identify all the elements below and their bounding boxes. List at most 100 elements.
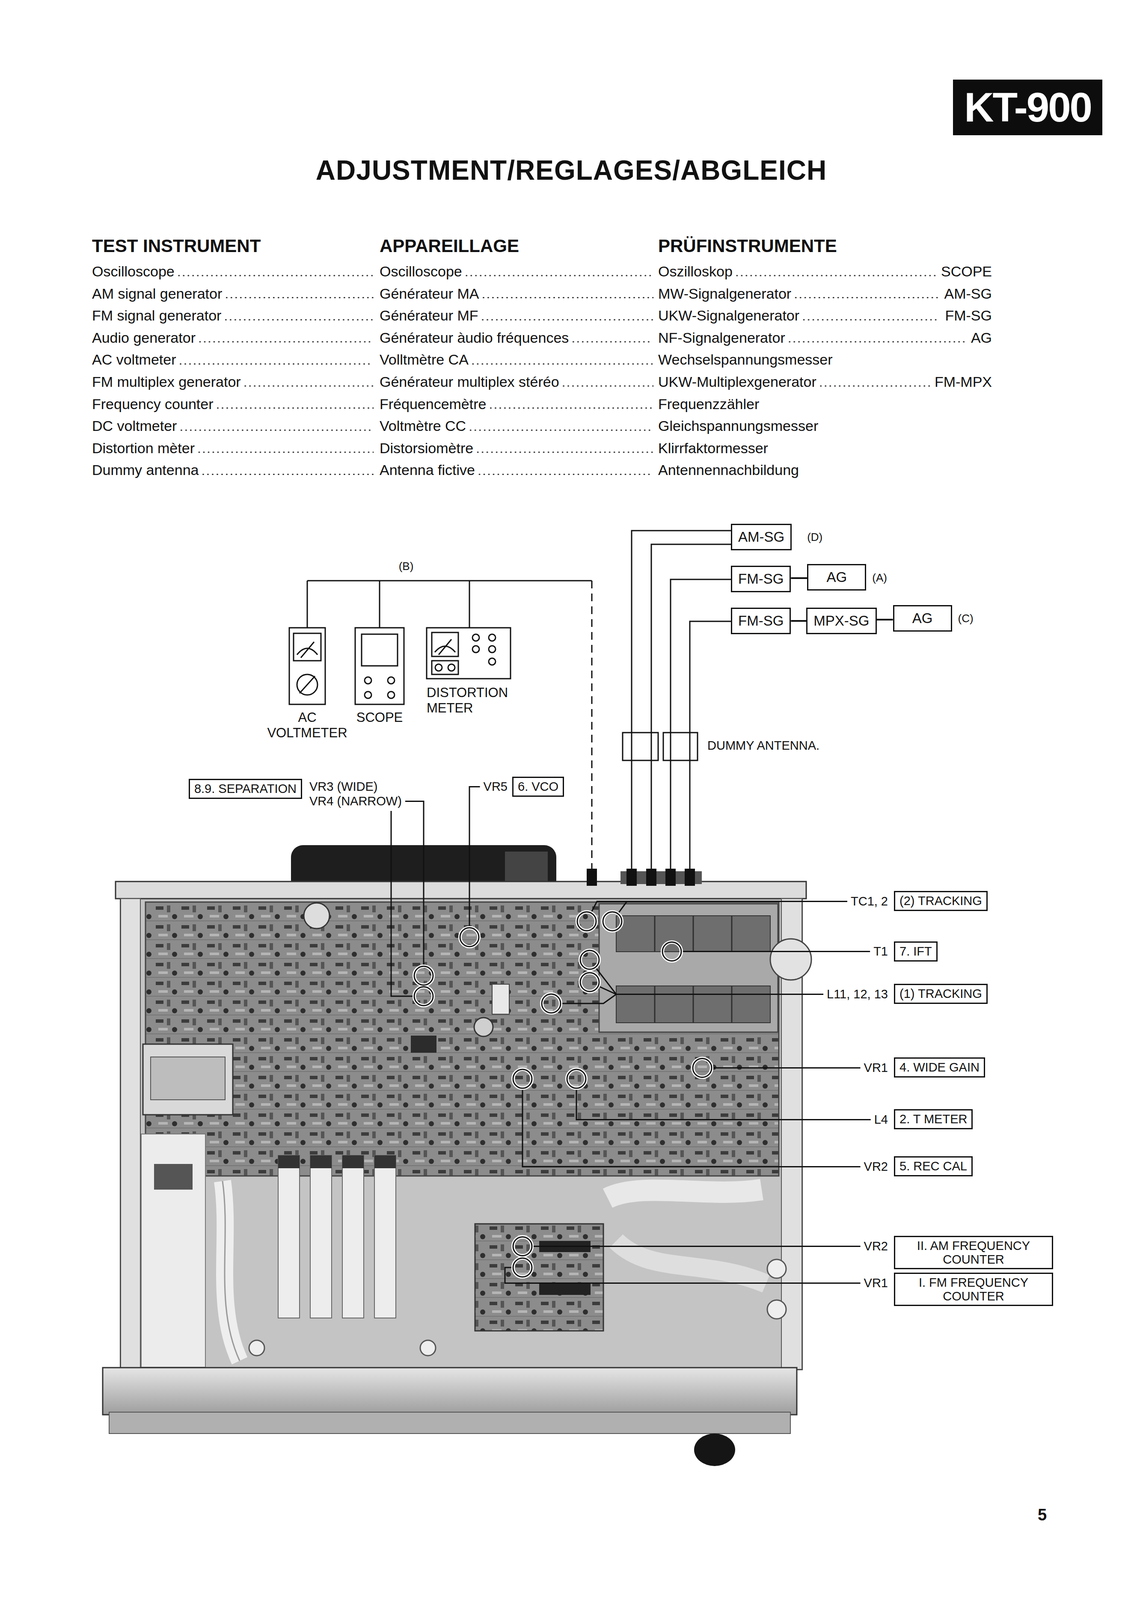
table-cell: UKW-Multiplexgenerator: [658, 373, 817, 391]
table-cell: FM signal generator: [92, 306, 222, 324]
column-heading: APPAREILLAGE: [379, 235, 520, 257]
part-label: VR1: [863, 1276, 888, 1291]
adjustment-callout: (1) TRACKING: [893, 983, 988, 1004]
leader-line: [561, 994, 824, 1004]
part-label: L11, 12, 13: [826, 987, 888, 1002]
dot-leader: [226, 296, 374, 299]
part-label: L4: [874, 1112, 888, 1127]
table-cell: Oszilloskop: [658, 262, 733, 280]
adjustment-point: [460, 927, 479, 947]
table-cell: Oscilloscope: [379, 262, 463, 280]
cable-bundle: [616, 1240, 766, 1284]
table-cell: Wechselspannungsmesser: [658, 350, 833, 369]
table-cell: FM-MPX: [934, 373, 992, 391]
dot-leader: [180, 363, 374, 365]
front-panel-lip: [109, 1412, 791, 1434]
table-cell: Générateur multiplex stéréo: [379, 373, 560, 391]
scope-screen: [361, 634, 398, 666]
adjustment-point: [414, 966, 434, 986]
output-lead: [591, 580, 593, 869]
dot-leader: [820, 385, 930, 387]
model-badge: KT-900: [952, 79, 1103, 136]
column-heading: TEST INSTRUMENT: [92, 235, 261, 257]
connection-letter: (A): [872, 571, 888, 585]
table-cell: Gleichspannungsmesser: [658, 417, 819, 435]
meter-unit: SCOPE: [349, 627, 410, 726]
table-cell: Fréquencemètre: [379, 395, 487, 413]
instrument-box: FM-SG: [730, 565, 791, 593]
table-cell: DC voltmeter: [92, 417, 177, 435]
meter-lead: [307, 580, 470, 628]
cable-link: [790, 577, 808, 579]
meter-unit: DISTORTION METER: [426, 627, 534, 716]
adjustment-point-halo: [662, 942, 682, 962]
screw: [767, 1259, 787, 1279]
adjustment-point: [513, 1258, 532, 1277]
adjustment-step: 4. WIDE GAIN: [899, 1060, 980, 1075]
dot-leader: [736, 275, 936, 277]
adjustment-point-halo: [460, 927, 479, 947]
dot-leader: [466, 275, 654, 277]
screw: [249, 1340, 265, 1356]
instrument-name: AG: [814, 569, 859, 586]
instrument-box: AG: [807, 564, 867, 591]
leader-line: [682, 950, 870, 953]
electrolytic-capacitor: [303, 902, 330, 929]
gang-divider: [654, 915, 732, 1023]
main-pcb: [145, 902, 779, 1176]
leader-line: [712, 1067, 861, 1069]
scope-knob: [387, 676, 395, 684]
page-number: 5: [1037, 1505, 1047, 1525]
dummy-antenna-box: [663, 732, 698, 761]
panel-knob: [488, 634, 496, 642]
table-cell: AM signal generator: [92, 284, 223, 303]
side-wall: [120, 898, 141, 1370]
table-cell: SCOPE: [941, 262, 992, 280]
part-label: VR4 (NARROW): [309, 794, 402, 809]
adjustment-point: [602, 911, 622, 931]
leader-line: [522, 1089, 861, 1167]
adjustment-point: [567, 1069, 586, 1089]
leader-line: [391, 810, 414, 997]
adjustment-step: 6. VCO: [517, 779, 559, 794]
table-cell: Distorsiomètre: [379, 439, 474, 457]
adjustment-step: 8.9. SEPARATION: [194, 781, 297, 796]
table-cell: Générateur àudio fréquences: [379, 329, 569, 347]
leader-line: [618, 901, 848, 914]
panel-knob: [435, 664, 443, 671]
dot-leader: [472, 363, 654, 365]
meter-face: [293, 633, 321, 661]
dot-leader: [789, 341, 966, 343]
adjustment-step: 7. IFT: [899, 944, 933, 959]
ac-voltmeter-icon: [289, 627, 326, 705]
leader-line: [591, 901, 848, 913]
page-title: ADJUSTMENT/REGLAGES/ABGLEICH: [315, 154, 827, 187]
adjustment-callout: 6. VCO: [512, 776, 565, 797]
distortion-meter-icon: [426, 627, 511, 679]
knob-mark: [299, 676, 315, 694]
transformer-core: [150, 1056, 226, 1100]
counter-ic: [539, 1283, 591, 1295]
table-cell: NF-Signalgenerator: [658, 329, 786, 347]
scope-knob: [364, 691, 372, 699]
table-cell: Antenna fictive: [379, 461, 475, 479]
chassis-floor: [120, 887, 802, 1370]
part-label: VR2: [863, 1159, 888, 1174]
adjustment-point-halo: [580, 950, 600, 970]
adjustment-point-halo: [414, 986, 434, 1006]
adjustment-point-halo: [567, 1069, 586, 1089]
table-cell: MW-Signalgenerator: [658, 284, 792, 303]
filter-capacitor: [342, 1155, 364, 1319]
trimmer-block: [492, 984, 510, 1015]
adjustment-point-halo: [513, 1258, 532, 1277]
instrument-box: MPX-SG: [806, 607, 877, 635]
test-lead: [670, 579, 731, 876]
adjustment-point-halo: [692, 1058, 712, 1078]
table-cell: AG: [970, 329, 992, 347]
wire-loom-edge: [222, 1181, 240, 1361]
electrolytic-capacitor: [474, 1017, 493, 1037]
meter-needle: [300, 641, 315, 658]
table-cell: Oscilloscope: [92, 262, 175, 280]
table-cell: Distortion mèter: [92, 439, 195, 457]
leader-line: [599, 986, 824, 995]
